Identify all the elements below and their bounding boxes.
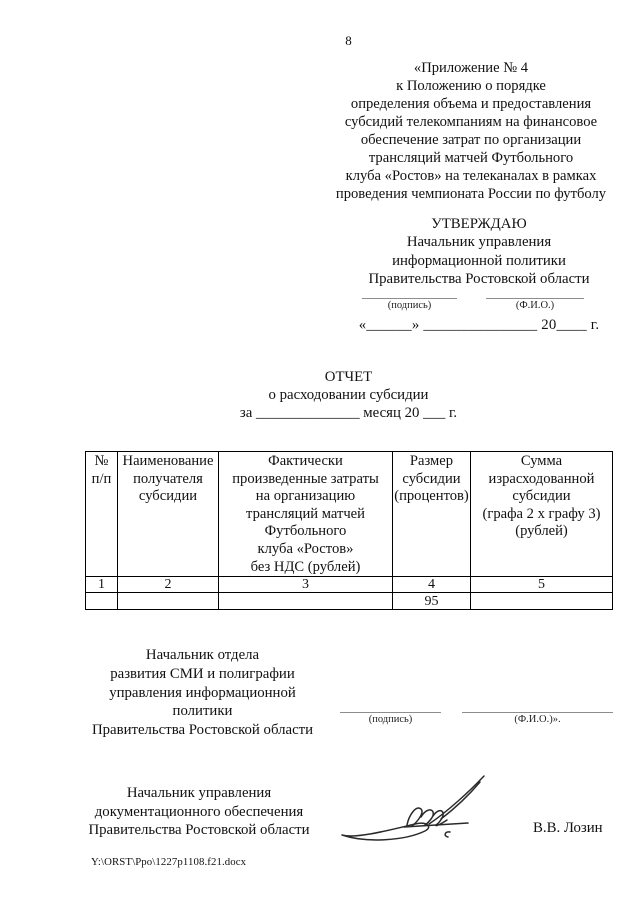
doc-officer-block: Начальник управления документационного о… (78, 784, 320, 840)
media-officer-signature-field: (подпись) (340, 712, 441, 725)
name-label: (Ф.И.О.) (515, 300, 555, 311)
table-header-cell: Фактически произведенные затраты на орга… (218, 450, 393, 578)
report-period-line: за ______________ месяц 20 ___ г. (239, 405, 458, 421)
media-officer-line: Начальник отдела (145, 647, 260, 663)
approval-line: Правительства Ростовской области (368, 271, 590, 288)
report-title: ОТЧЕТ (324, 369, 373, 385)
approval-name-field: (Ф.И.О.) (486, 298, 584, 311)
appendix-line: проведения чемпионата России по футболу (335, 186, 607, 202)
name-line (462, 712, 613, 713)
handwritten-signature-icon (328, 772, 492, 854)
report-heading: ОТЧЕТ о расходовании субсидии за _______… (85, 368, 612, 422)
table-header-row: № п/п Наименование получателя субсидии Ф… (85, 450, 613, 578)
approval-line: информационной политики (392, 252, 566, 269)
doc-officer-line: Правительства Ростовской области (88, 822, 310, 839)
media-officer-line: Правительства Ростовской области (91, 722, 314, 739)
table-numbering-cell: 3 (218, 576, 393, 594)
doc-officer-line: документационного обеспечения (94, 803, 304, 820)
officer-name: В.В. Лозин (533, 820, 603, 836)
signature-label: (подпись) (387, 300, 432, 311)
signature-label: (подпись) (368, 714, 413, 725)
report-subtitle: о расходовании субсидии (268, 387, 429, 403)
media-officer-line: развития СМИ и полиграфии (110, 665, 295, 682)
appendix-line: определения объема и предоставления (350, 96, 592, 112)
table-value-cell (85, 592, 118, 611)
table-numbering-cell: 5 (470, 576, 613, 594)
appendix-line: субсидий телекомпаниям на финансовое (344, 114, 598, 130)
name-label: (Ф.И.О.)». (514, 714, 561, 725)
appendix-block: «Приложение № 4 к Положению о порядке оп… (333, 59, 609, 203)
approval-block: УТВЕРЖДАЮ Начальник управления информаци… (350, 215, 608, 289)
table-header-cell: № п/п (85, 450, 118, 578)
table-numbering-cell: 1 (85, 576, 118, 594)
doc-officer-line: Начальник управления (126, 785, 272, 801)
file-path-footer: Y:\ORST\Ppo\1227p1108.f21.docx (91, 856, 247, 868)
table-header-cell: Размер субсидии (процентов) (392, 450, 471, 578)
table-value-row: 95 (85, 592, 613, 611)
media-officer-block: Начальник отдела развития СМИ и полиграф… (85, 646, 320, 740)
name-line (486, 298, 584, 299)
table-value-cell (218, 592, 393, 611)
table-numbering-cell: 2 (117, 576, 219, 594)
table-header-cell: Наименование получателя субсидии (117, 450, 219, 578)
table-value-cell: 95 (392, 592, 471, 611)
approval-date-line: «______» _______________ 20____ г. (358, 317, 600, 333)
media-officer-name-field: (Ф.И.О.)». (462, 712, 613, 725)
page-number: 8 (345, 33, 352, 48)
table-value-cell (470, 592, 613, 611)
subsidy-report-table: № п/п Наименование получателя субсидии Ф… (85, 450, 613, 611)
signature-line (362, 298, 457, 299)
approval-title: УТВЕРЖДАЮ (431, 216, 527, 232)
signature-line (340, 712, 441, 713)
appendix-line: к Положению о порядке (396, 78, 546, 94)
appendix-line: клуба «Ростов» на телеканалах в рамках (345, 168, 597, 184)
approval-line: Начальник управления (406, 234, 552, 251)
appendix-line: обеспечение затрат по организации (360, 132, 582, 148)
approval-signature-field: (подпись) (362, 298, 457, 311)
table-numbering-row: 1 2 3 4 5 (85, 576, 613, 594)
table-header-cell: Сумма израсходованной субсидии (графа 2 … (470, 450, 613, 578)
appendix-line: трансляций матчей Футбольного (368, 150, 574, 166)
appendix-line: «Приложение № 4 (413, 60, 529, 76)
table-value-cell (117, 592, 219, 611)
media-officer-line: управления информационной политики (109, 684, 296, 720)
table-numbering-cell: 4 (392, 576, 471, 594)
